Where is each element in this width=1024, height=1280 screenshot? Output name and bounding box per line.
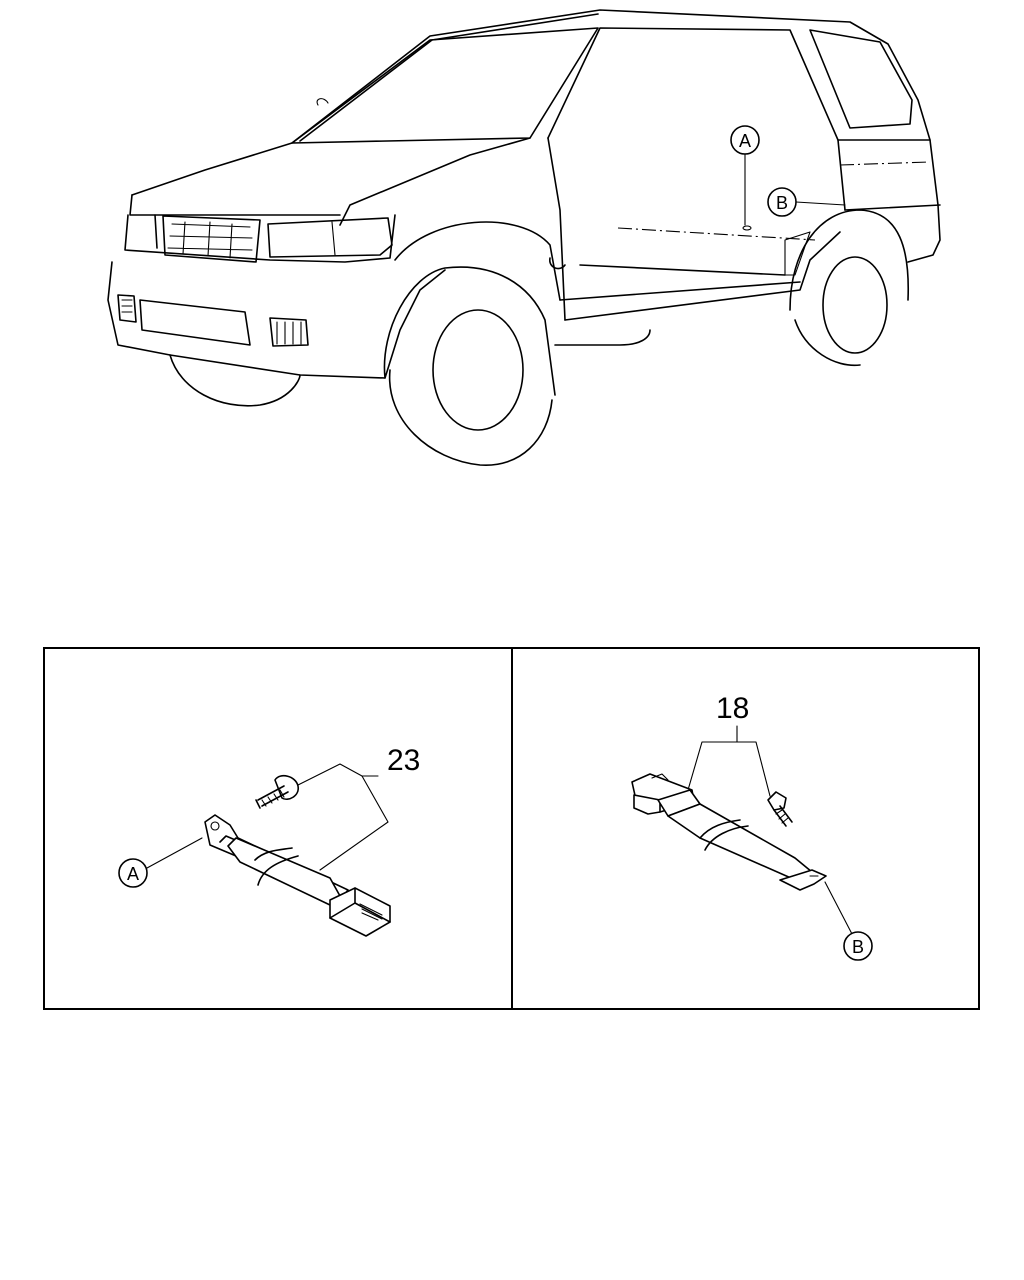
seat-belt-buckle-left — [204, 814, 391, 937]
vehicle-callout-a-label: A — [739, 131, 751, 151]
bolt-part-right — [767, 791, 793, 827]
part-number-18: 18 — [716, 692, 749, 725]
seat-belt-buckle-right — [631, 773, 827, 891]
panel-left-callout-circle — [118, 858, 148, 888]
vehicle-illustration — [107, 9, 941, 466]
panel-right-callout-b: B — [852, 937, 864, 957]
bolt-part — [255, 774, 299, 809]
vehicle-callout-b: B — [767, 187, 846, 217]
detail-panel-right: 18 B — [631, 692, 873, 961]
panel-left-callout-a: A — [127, 864, 139, 884]
vehicle-callout-b-label: B — [776, 193, 788, 213]
vehicle-callout-a: A — [730, 125, 760, 231]
part-number-23: 23 — [387, 744, 420, 777]
detail-panel-left: 23 A — [118, 744, 420, 937]
panel-right-callout-circle — [843, 931, 873, 961]
